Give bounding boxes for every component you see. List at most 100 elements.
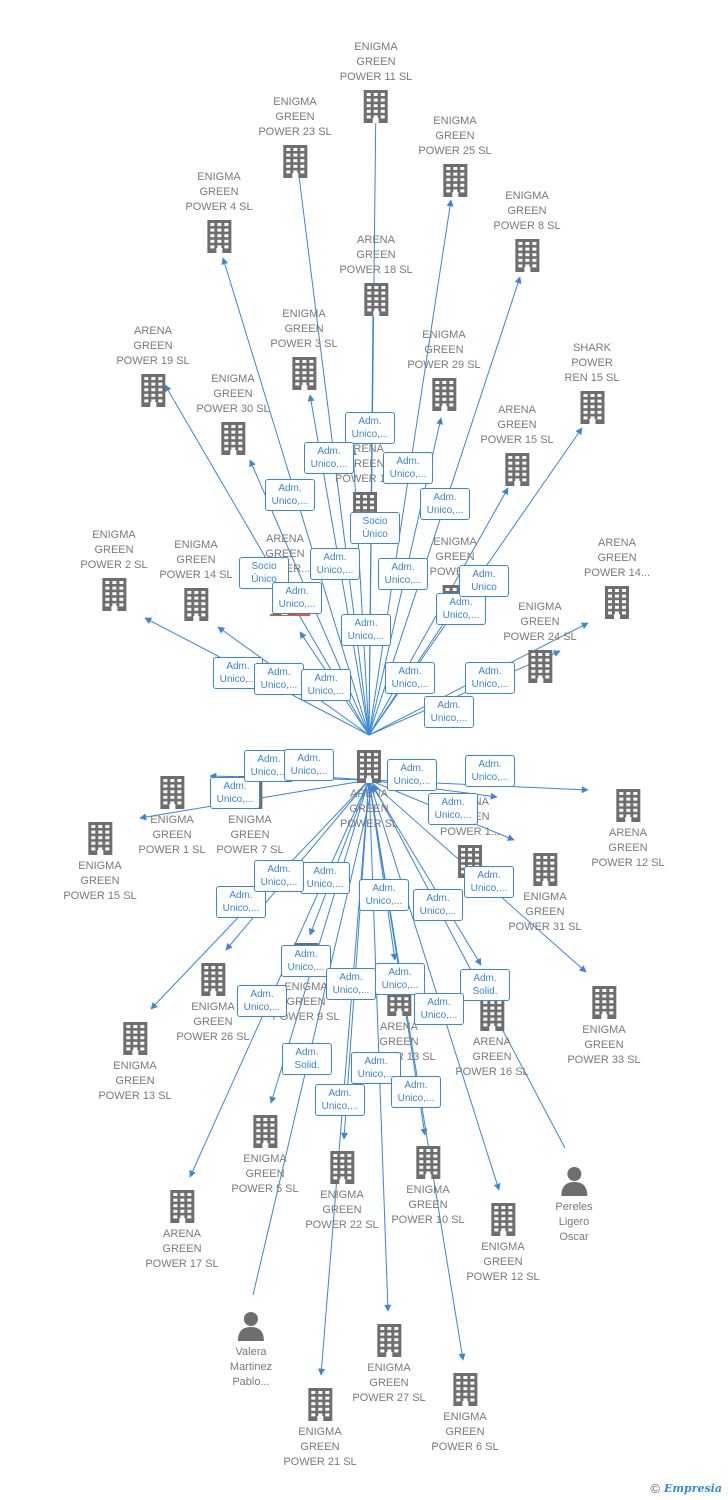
relation-label-line: Adm.	[391, 562, 415, 573]
relation-label[interactable]: Adm.Unico,...	[375, 963, 425, 995]
relation-label[interactable]: Adm.Unico,...	[341, 614, 391, 646]
relation-label[interactable]: Adm.Unico,...	[359, 879, 409, 911]
relation-label[interactable]: Adm.Unico,...	[326, 968, 376, 1000]
relation-label[interactable]: Adm.Unico,...	[254, 663, 304, 695]
building-icon	[591, 985, 617, 1019]
relation-label[interactable]: Adm.Unico,...	[237, 985, 287, 1017]
highlight-underline	[270, 614, 310, 616]
relation-label-line: Unico,...	[393, 776, 431, 787]
node-label-line: POWER 7 SL	[216, 844, 284, 856]
node-label-line: ENIGMA	[523, 891, 567, 903]
node-label-line: POWER 29 SL	[407, 359, 481, 371]
relation-label[interactable]: Adm.Unico,...	[420, 488, 470, 520]
building-icon	[183, 587, 209, 621]
relation-label[interactable]: Adm.Unico,...	[413, 889, 463, 921]
node-label-line: ENIGMA	[150, 814, 194, 826]
relation-label-line: Unico,...	[250, 767, 288, 778]
relation-label[interactable]: Adm.Unico,...	[465, 755, 515, 787]
relation-label[interactable]: Adm.Unico,...	[345, 412, 395, 444]
relation-label[interactable]: Adm.Unico,...	[436, 593, 486, 625]
relation-label[interactable]: Adm.Solid.	[282, 1043, 332, 1075]
relation-label[interactable]: Adm.Unico,...	[465, 662, 515, 694]
relation-label[interactable]: Adm.Unico,...	[265, 479, 315, 511]
relation-label[interactable]: Adm.Unico,...	[304, 442, 354, 474]
relation-label[interactable]: Adm.Unico,...	[210, 777, 260, 809]
relation-label[interactable]: Adm.Unico,...	[428, 793, 478, 825]
relation-label[interactable]: Adm.Unico,...	[464, 866, 514, 898]
node-label-line: GREEN	[369, 1377, 409, 1389]
node-label-line: ENIGMA	[78, 860, 122, 872]
relation-label[interactable]: Adm.Unico	[459, 565, 509, 597]
relation-label[interactable]: Adm.Solid.	[460, 969, 510, 1001]
node-label-line: GREEN	[152, 829, 192, 841]
relation-label-line: Adm.	[477, 870, 501, 881]
relation-edge	[340, 779, 370, 1140]
relation-edge	[368, 779, 466, 1361]
building-icon	[206, 219, 232, 253]
node-label-line: POWER 12 SL	[466, 1271, 540, 1283]
relation-label[interactable]: Adm.Unico,...	[383, 452, 433, 484]
relation-label[interactable]: Adm.Unico,...	[284, 749, 334, 781]
relation-label[interactable]: Adm.Unico,...	[300, 862, 350, 894]
relation-label[interactable]: Adm.Unico,...	[391, 1076, 441, 1108]
node-label-line: POWER 2 SL	[80, 559, 148, 571]
relation-label[interactable]: Adm.Unico,...	[315, 1084, 365, 1116]
relation-label[interactable]: Adm.Unico,...	[414, 993, 464, 1025]
relation-label[interactable]: Adm.Unico,...	[385, 662, 435, 694]
relation-label[interactable]: Adm.Unico,...	[254, 860, 304, 892]
relation-label-line: Unico,...	[434, 810, 472, 821]
relation-label[interactable]: Adm.Unico,...	[281, 945, 331, 977]
relation-label[interactable]: Adm.Unico,...	[272, 582, 322, 614]
relation-label[interactable]: Adm.Unico,...	[378, 558, 428, 590]
relation-label[interactable]: Adm.Unico,...	[310, 548, 360, 580]
node-label-line: SHARK	[573, 342, 611, 354]
relation-label[interactable]: Adm.Unico,...	[387, 759, 437, 791]
relation-label[interactable]: Adm.Unico,...	[424, 696, 474, 728]
relation-label-line: Adm.	[223, 781, 247, 792]
relation-label[interactable]: Adm.Unico,...	[301, 669, 351, 701]
building-icon	[363, 282, 389, 316]
